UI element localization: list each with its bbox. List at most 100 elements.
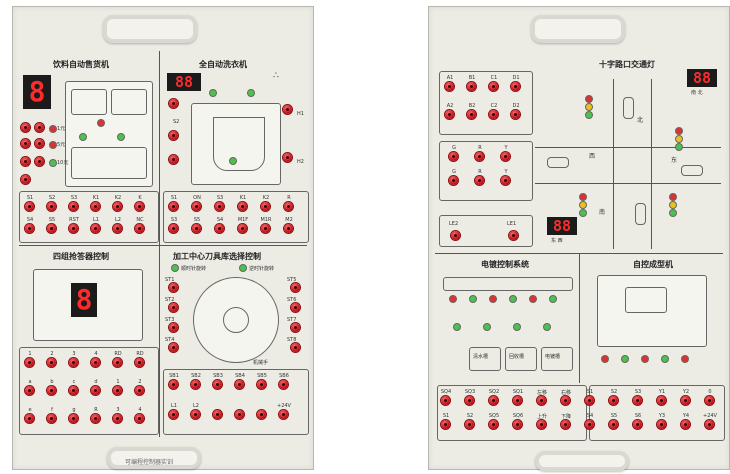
vending-terminal-socket[interactable] (135, 202, 144, 211)
traffic-group-bottom-socket[interactable] (475, 176, 484, 185)
machining-terminal-socket[interactable] (169, 380, 178, 389)
traffic-terminal-socket[interactable] (467, 110, 476, 119)
machining-side-right-socket[interactable] (291, 283, 300, 292)
machining-terminal-socket[interactable] (169, 410, 178, 419)
washer-terminal-socket[interactable] (215, 202, 224, 211)
bottom-terminal-socket[interactable] (465, 396, 474, 405)
bottom-terminal-socket[interactable] (585, 420, 594, 429)
bottom-terminal-socket[interactable] (489, 396, 498, 405)
bottom-terminal-socket[interactable] (561, 420, 570, 429)
vending-coin-socket-1[interactable] (21, 123, 30, 132)
vending-terminal-socket[interactable] (25, 202, 34, 211)
washer-side-socket-4[interactable] (283, 105, 292, 114)
machining-side-left-socket[interactable] (169, 303, 178, 312)
vending-coin-socket-7[interactable] (21, 175, 30, 184)
right-top-handle[interactable] (531, 15, 625, 43)
traffic-terminal-socket[interactable] (445, 82, 454, 91)
washer-side-socket-5[interactable] (283, 153, 292, 162)
quiz-terminal-socket[interactable] (113, 414, 122, 423)
vending-terminal-socket[interactable] (91, 202, 100, 211)
quiz-terminal-socket[interactable] (91, 386, 100, 395)
quiz-terminal-socket[interactable] (25, 386, 34, 395)
machining-terminal-socket[interactable] (191, 380, 200, 389)
quiz-terminal-socket[interactable] (47, 414, 56, 423)
bottom-terminal-socket[interactable] (489, 420, 498, 429)
quiz-terminal-socket[interactable] (25, 414, 34, 423)
quiz-terminal-socket[interactable] (25, 358, 34, 367)
bottom-terminal-socket[interactable] (633, 420, 642, 429)
traffic-terminal-socket[interactable] (467, 82, 476, 91)
machining-side-right-socket[interactable] (291, 343, 300, 352)
machining-terminal-socket[interactable] (257, 410, 266, 419)
quiz-terminal-socket[interactable] (69, 358, 78, 367)
washer-terminal-socket[interactable] (261, 202, 270, 211)
bottom-terminal-socket[interactable] (513, 396, 522, 405)
bottom-terminal-socket[interactable] (537, 420, 546, 429)
vending-coin-socket-5[interactable] (21, 157, 30, 166)
washer-terminal-socket[interactable] (261, 224, 270, 233)
vending-terminal-socket[interactable] (135, 224, 144, 233)
traffic-terminal-socket[interactable] (489, 110, 498, 119)
machining-terminal-socket[interactable] (279, 410, 288, 419)
washer-side-socket-2[interactable] (169, 131, 178, 140)
washer-terminal-socket[interactable] (215, 224, 224, 233)
machining-side-left-socket[interactable] (169, 343, 178, 352)
bottom-terminal-socket[interactable] (705, 396, 714, 405)
washer-terminal-socket[interactable] (284, 224, 293, 233)
right-bottom-handle[interactable] (535, 451, 629, 471)
washer-terminal-socket[interactable] (192, 202, 201, 211)
vending-coin-socket-2[interactable] (35, 123, 44, 132)
machining-terminal-socket[interactable] (279, 380, 288, 389)
vending-coin-socket-6[interactable] (35, 157, 44, 166)
traffic-group-bottom-socket[interactable] (501, 176, 510, 185)
vending-terminal-socket[interactable] (47, 202, 56, 211)
bottom-terminal-socket[interactable] (441, 396, 450, 405)
machining-side-left-socket[interactable] (169, 323, 178, 332)
bottom-terminal-socket[interactable] (657, 420, 666, 429)
bottom-terminal-socket[interactable] (609, 420, 618, 429)
bottom-terminal-socket[interactable] (681, 396, 690, 405)
machining-terminal-socket[interactable] (213, 380, 222, 389)
bottom-terminal-socket[interactable] (513, 420, 522, 429)
traffic-terminal-socket[interactable] (489, 82, 498, 91)
bottom-terminal-socket[interactable] (441, 420, 450, 429)
quiz-terminal-socket[interactable] (135, 386, 144, 395)
traffic-group-bottom-socket[interactable] (449, 176, 458, 185)
quiz-terminal-socket[interactable] (91, 358, 100, 367)
vending-terminal-socket[interactable] (25, 224, 34, 233)
vending-terminal-socket[interactable] (69, 224, 78, 233)
traffic-terminal-socket[interactable] (511, 110, 520, 119)
machining-side-right-socket[interactable] (291, 323, 300, 332)
bottom-terminal-socket[interactable] (585, 396, 594, 405)
bottom-terminal-socket[interactable] (609, 396, 618, 405)
bottom-terminal-socket[interactable] (657, 396, 666, 405)
traffic-le1-socket[interactable] (509, 231, 518, 240)
quiz-terminal-socket[interactable] (135, 414, 144, 423)
bottom-terminal-socket[interactable] (705, 420, 714, 429)
washer-terminal-socket[interactable] (238, 224, 247, 233)
traffic-terminal-socket[interactable] (511, 82, 520, 91)
washer-terminal-socket[interactable] (192, 224, 201, 233)
quiz-terminal-socket[interactable] (135, 358, 144, 367)
machining-terminal-socket[interactable] (235, 380, 244, 389)
machining-terminal-socket[interactable] (213, 410, 222, 419)
washer-side-socket-1[interactable] (169, 99, 178, 108)
machining-terminal-socket[interactable] (235, 410, 244, 419)
machining-terminal-socket[interactable] (257, 380, 266, 389)
washer-terminal-socket[interactable] (169, 202, 178, 211)
washer-terminal-socket[interactable] (284, 202, 293, 211)
machining-side-right-socket[interactable] (291, 303, 300, 312)
left-bottom-handle[interactable] (107, 447, 201, 469)
machining-terminal-socket[interactable] (191, 410, 200, 419)
vending-terminal-socket[interactable] (69, 202, 78, 211)
quiz-terminal-socket[interactable] (113, 358, 122, 367)
traffic-terminal-socket[interactable] (445, 110, 454, 119)
bottom-terminal-socket[interactable] (561, 396, 570, 405)
traffic-group-top-socket[interactable] (501, 152, 510, 161)
bottom-terminal-socket[interactable] (681, 420, 690, 429)
quiz-terminal-socket[interactable] (113, 386, 122, 395)
vending-coin-socket-3[interactable] (21, 139, 30, 148)
washer-side-socket-3[interactable] (169, 155, 178, 164)
washer-terminal-socket[interactable] (169, 224, 178, 233)
bottom-terminal-socket[interactable] (537, 396, 546, 405)
